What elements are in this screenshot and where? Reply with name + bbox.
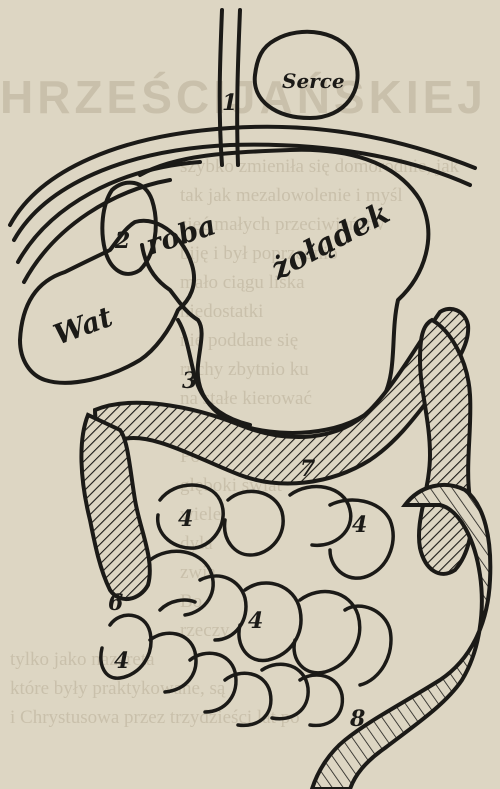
diaphragm-band <box>10 127 475 225</box>
esophagus <box>220 10 222 165</box>
small-intestine-loop <box>150 633 196 692</box>
duodenum-number: 3 <box>182 368 197 394</box>
esophagus-wall <box>237 10 240 165</box>
small-intestine-loop <box>345 606 391 685</box>
small-intestine-number: 4 <box>178 506 193 532</box>
small-intestine-loop <box>150 551 213 615</box>
small-intestine-number: 4 <box>248 608 263 634</box>
small-intestine-number: 4 <box>114 648 129 674</box>
gallbladder-number: 2 <box>114 228 130 254</box>
small-intestine-loop <box>294 592 360 673</box>
ascending-colon <box>81 415 149 599</box>
heart-label: Serce <box>282 69 345 93</box>
descending-colon <box>419 320 472 574</box>
transverse-colon-number: 7 <box>300 456 316 482</box>
small-intestine-loop <box>290 487 351 546</box>
esophagus-number: 1 <box>222 90 237 116</box>
small-intestine-number: 4 <box>352 512 367 538</box>
diaphragm-band <box>14 145 470 240</box>
rectum-number: 8 <box>349 706 365 732</box>
appendix <box>160 600 195 610</box>
cecum-number: 6 <box>108 590 123 616</box>
small-intestine-loop <box>225 491 284 555</box>
liver-label-part1: Wat <box>49 300 117 352</box>
transverse-colon <box>95 309 468 484</box>
stomach-label: żołądek <box>264 196 395 288</box>
